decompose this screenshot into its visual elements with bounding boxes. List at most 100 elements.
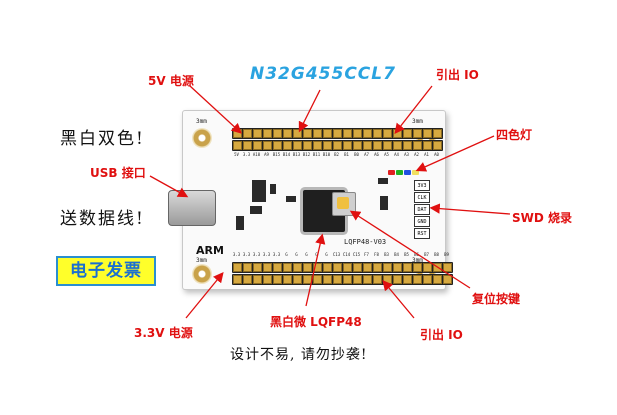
header-pin xyxy=(313,141,322,150)
pin-label: B13 xyxy=(292,152,301,157)
header-pin xyxy=(233,141,242,150)
usb-c-connector xyxy=(168,190,216,226)
header-pin xyxy=(413,129,422,138)
pin-label: A10 xyxy=(252,152,261,157)
header-pin xyxy=(333,129,342,138)
pin-label: 3.3 xyxy=(232,252,241,257)
pin-label: C14 xyxy=(342,252,351,257)
pin-label: G xyxy=(285,252,288,257)
arrow-led xyxy=(415,135,495,172)
pin-label: A7 xyxy=(364,152,369,157)
header-pin xyxy=(233,263,242,272)
pin-label: G xyxy=(325,252,328,257)
header-pin xyxy=(363,263,372,272)
smd-component xyxy=(286,196,296,202)
header-pin xyxy=(323,141,332,150)
header-pin xyxy=(423,263,432,272)
header-pin xyxy=(423,129,432,138)
pin-label: B14 xyxy=(282,152,291,157)
pin-label: 3.3 xyxy=(242,252,251,257)
pin-label: B4 xyxy=(394,252,399,257)
bottom-pin-header xyxy=(232,262,453,285)
header-pin xyxy=(343,129,352,138)
hole-label-tr: 3mm xyxy=(412,118,423,125)
header-pin xyxy=(353,129,362,138)
led-yellow xyxy=(412,170,419,175)
pin-label: C15 xyxy=(352,252,361,257)
arrow-reset xyxy=(349,210,471,289)
header-pin xyxy=(363,275,372,284)
pin-label: B9 xyxy=(444,252,449,257)
header-pin xyxy=(263,263,272,272)
header-pin xyxy=(393,263,402,272)
pin-label: B10 xyxy=(322,152,331,157)
header-pin xyxy=(333,141,342,150)
arrow-title xyxy=(298,89,321,133)
header-pin xyxy=(273,263,282,272)
header-pin xyxy=(273,129,282,138)
callout-swd: SWD 烧录 xyxy=(512,211,573,225)
invoice-badge: 电子发票 xyxy=(56,256,156,286)
smd-component xyxy=(380,196,388,210)
header-pin xyxy=(413,141,422,150)
swd-pin-label: CLK xyxy=(414,192,430,203)
smd-component xyxy=(250,206,262,214)
pin-label: G xyxy=(315,252,318,257)
regulator-ic xyxy=(252,180,266,202)
chip-version-label: LQFP48-V03 xyxy=(344,238,387,246)
header-pin xyxy=(273,141,282,150)
header-pin xyxy=(253,141,262,150)
header-pin xyxy=(443,275,452,284)
header-pin xyxy=(313,275,322,284)
header-pin xyxy=(423,275,432,284)
header-pin xyxy=(313,129,322,138)
header-pin xyxy=(313,263,322,272)
pin-label: B0 xyxy=(354,152,359,157)
board-title: N32G455CCL7 xyxy=(250,64,396,84)
header-pin xyxy=(413,275,422,284)
header-pin xyxy=(443,263,452,272)
header-pin xyxy=(353,263,362,272)
smd-component xyxy=(378,178,388,184)
pin-label: A2 xyxy=(414,152,419,157)
led-green xyxy=(396,170,403,175)
pin-label: A9 xyxy=(264,152,269,157)
hole-label-br: 3mm xyxy=(412,257,423,264)
pin-label: B1 xyxy=(344,152,349,157)
arm-logo: ARM xyxy=(196,244,224,257)
led-blue xyxy=(404,170,411,175)
swd-pin-label: 3V3 xyxy=(414,180,430,191)
header-pin xyxy=(303,263,312,272)
header-pin xyxy=(243,275,252,284)
header-pin xyxy=(373,129,382,138)
header-pin xyxy=(383,263,392,272)
arrow-5v xyxy=(189,85,242,134)
pin-label: A1 xyxy=(424,152,429,157)
header-pin xyxy=(243,263,252,272)
mount-hole-bl xyxy=(192,264,212,284)
pin-label: B5 xyxy=(404,252,409,257)
slogan-cable: 送数据线! xyxy=(60,209,145,229)
pin-label: A0 xyxy=(434,152,439,157)
pin-label: B15 xyxy=(272,152,281,157)
arrow-usb xyxy=(149,175,189,198)
header-pin xyxy=(353,141,362,150)
mount-hole-tl xyxy=(192,128,212,148)
arrow-33v xyxy=(185,271,224,319)
header-pin xyxy=(393,275,402,284)
header-pin xyxy=(343,275,352,284)
pin-label: 3.3 xyxy=(262,252,271,257)
header-pin xyxy=(433,129,442,138)
header-pin xyxy=(373,141,382,150)
callout-io-top: 引出 IO xyxy=(436,68,479,82)
header-pin xyxy=(433,141,442,150)
header-pin xyxy=(363,141,372,150)
led-red xyxy=(388,170,395,175)
header-pin xyxy=(373,275,382,284)
pin-label: B6 xyxy=(414,252,419,257)
swd-pin-label: GND xyxy=(414,216,430,227)
header-pin xyxy=(343,263,352,272)
